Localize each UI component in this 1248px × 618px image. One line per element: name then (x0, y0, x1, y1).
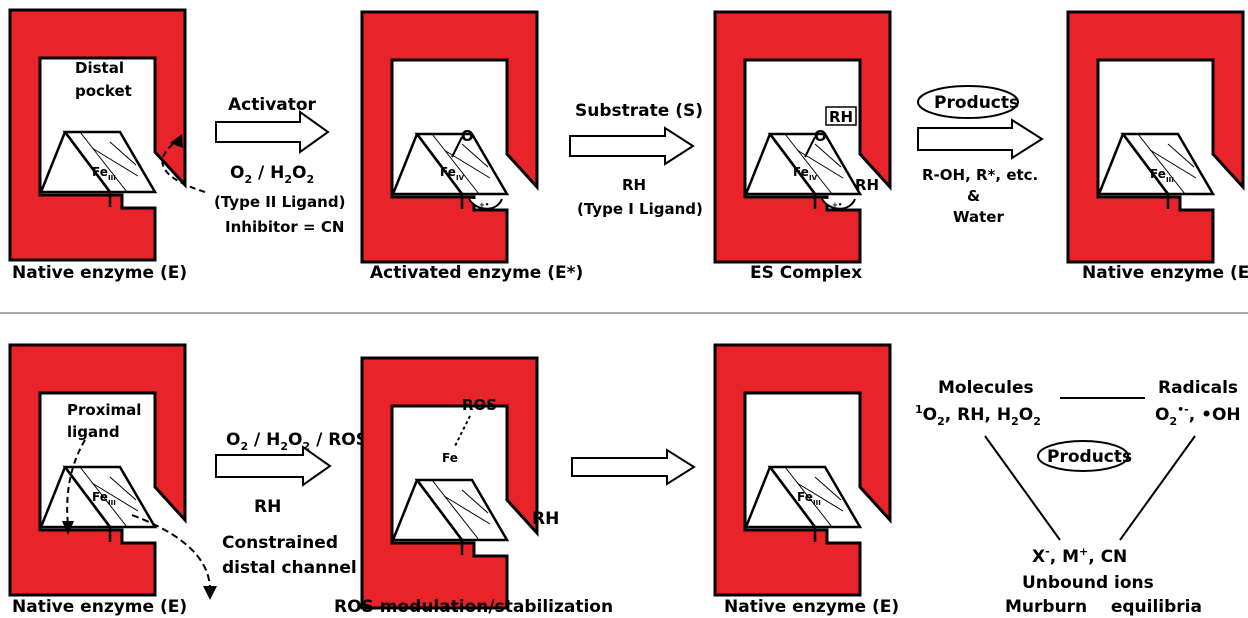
arrow-substrate: Substrate (S) RH (Type I Ligand) (569, 101, 703, 218)
enzyme-native-3: Fe III Proximal ligand (8, 343, 187, 597)
enzyme-native-2: Fe III (1066, 10, 1245, 264)
constrained-channel-arrow (131, 514, 211, 591)
constrained-label-1: Constrained (222, 533, 338, 553)
enzyme-activated: O Fe IV +• (360, 10, 539, 264)
svg-text:IV: IV (809, 174, 818, 182)
type-ii-ligand-label: (Type II Ligand) (214, 193, 345, 211)
svg-text:ROS: ROS (462, 396, 497, 414)
fe-iv-label: Fe IV (440, 165, 465, 182)
fe-label: Fe III (92, 165, 116, 182)
svg-text:RH: RH (855, 176, 879, 194)
constrained-label-2: distal channel (222, 558, 357, 578)
proximal-ligand-label-2: ligand (67, 423, 120, 441)
products-label-2: Products (1047, 447, 1132, 467)
caption-es-complex: ES Complex (750, 263, 862, 283)
dashed-entry-arrow (161, 139, 206, 193)
substrate-label: Substrate (S) (575, 101, 703, 121)
svg-text:III: III (108, 499, 116, 507)
svg-text:Fe: Fe (1150, 167, 1166, 181)
inhibitor-label: Inhibitor = CN (225, 218, 344, 236)
radicals-list: O2•-, •OH (1155, 403, 1241, 428)
unbound-ions-label: Unbound ions (1022, 573, 1154, 593)
rh-bound-box (825, 106, 857, 126)
caption-native-enzyme-2: Native enzyme (E) (1082, 263, 1248, 283)
svg-text:Fe: Fe (793, 165, 809, 179)
activator-label: Activator (228, 95, 317, 115)
fe-label: Fe III (92, 490, 116, 507)
caption-native-enzyme-1: Native enzyme (E) (12, 263, 187, 283)
arrow-ros: O2 / H2O2 / ROS RH (215, 430, 368, 517)
molecules-label: Molecules (938, 378, 1034, 398)
svg-text:Fe: Fe (442, 451, 458, 465)
svg-text:Fe: Fe (92, 165, 108, 179)
enzyme-native-4: Fe III (713, 343, 892, 597)
products-and: & (967, 187, 980, 205)
proximal-ligand-label-1: Proximal (67, 401, 141, 419)
caption-ros-modulation: ROS modulation/stabilization (334, 597, 613, 617)
enzyme-es-complex: O Fe IV +• RH RH (713, 10, 892, 264)
distal-pocket-label-2: pocket (75, 82, 132, 100)
svg-text:Fe: Fe (440, 165, 456, 179)
products-water: Water (953, 208, 1004, 226)
fe-label: Fe III (797, 490, 821, 507)
caption-activated-enzyme: Activated enzyme (E*) (370, 263, 583, 283)
svg-text:+•: +• (832, 201, 842, 209)
svg-text:RH: RH (829, 108, 853, 126)
type-i-ligand-label: (Type I Ligand) (577, 200, 703, 218)
svg-text:+•: +• (479, 201, 489, 209)
murburn-equilibria: Molecules 1O2, RH, H2O2 Radicals O2•-, •… (915, 378, 1241, 617)
svg-text:O: O (814, 127, 827, 145)
fe-label: Fe III (1150, 167, 1174, 184)
rh-label-2: RH (254, 497, 281, 517)
radicals-label: Radicals (1158, 378, 1238, 398)
enzyme-ros-modulation: ROS Fe RH (360, 356, 559, 610)
fe-iv-label: Fe IV (793, 165, 818, 182)
caption-native-enzyme-4: Native enzyme (E) (724, 597, 899, 617)
svg-text:III: III (1166, 176, 1174, 184)
products-r-oh: R-OH, R*, etc. (922, 166, 1038, 184)
enzyme-native-1: Fe III Distal pocket (8, 8, 187, 262)
rh-label: RH (622, 176, 646, 194)
svg-text:O: O (461, 127, 474, 145)
svg-text:III: III (813, 499, 821, 507)
murburn-caption: Murburn equilibria (1005, 597, 1202, 617)
caption-native-enzyme-3: Native enzyme (E) (12, 597, 187, 617)
arrow-products: Products R-OH, R*, etc. & Water (917, 85, 1044, 226)
o2-h2o2-label: O2 / H2O2 (230, 163, 314, 186)
svg-text:IV: IV (456, 174, 465, 182)
svg-text:Fe: Fe (92, 490, 108, 504)
svg-text:Fe: Fe (797, 490, 813, 504)
arrow-activation: Activator O2 / H2O2 (Type II Ligand) Inh… (214, 95, 345, 236)
molecules-list: 1O2, RH, H2O2 (915, 403, 1041, 428)
o2-h2o2-ros-label: O2 / H2O2 / ROS (226, 430, 368, 453)
svg-text:RH: RH (532, 509, 559, 529)
products-label-1: Products (934, 93, 1019, 113)
ions-list: X-, M+, CN (1032, 545, 1127, 567)
arrow-return (571, 448, 696, 486)
distal-pocket-label-1: Distal (75, 59, 124, 77)
svg-text:III: III (108, 174, 116, 182)
